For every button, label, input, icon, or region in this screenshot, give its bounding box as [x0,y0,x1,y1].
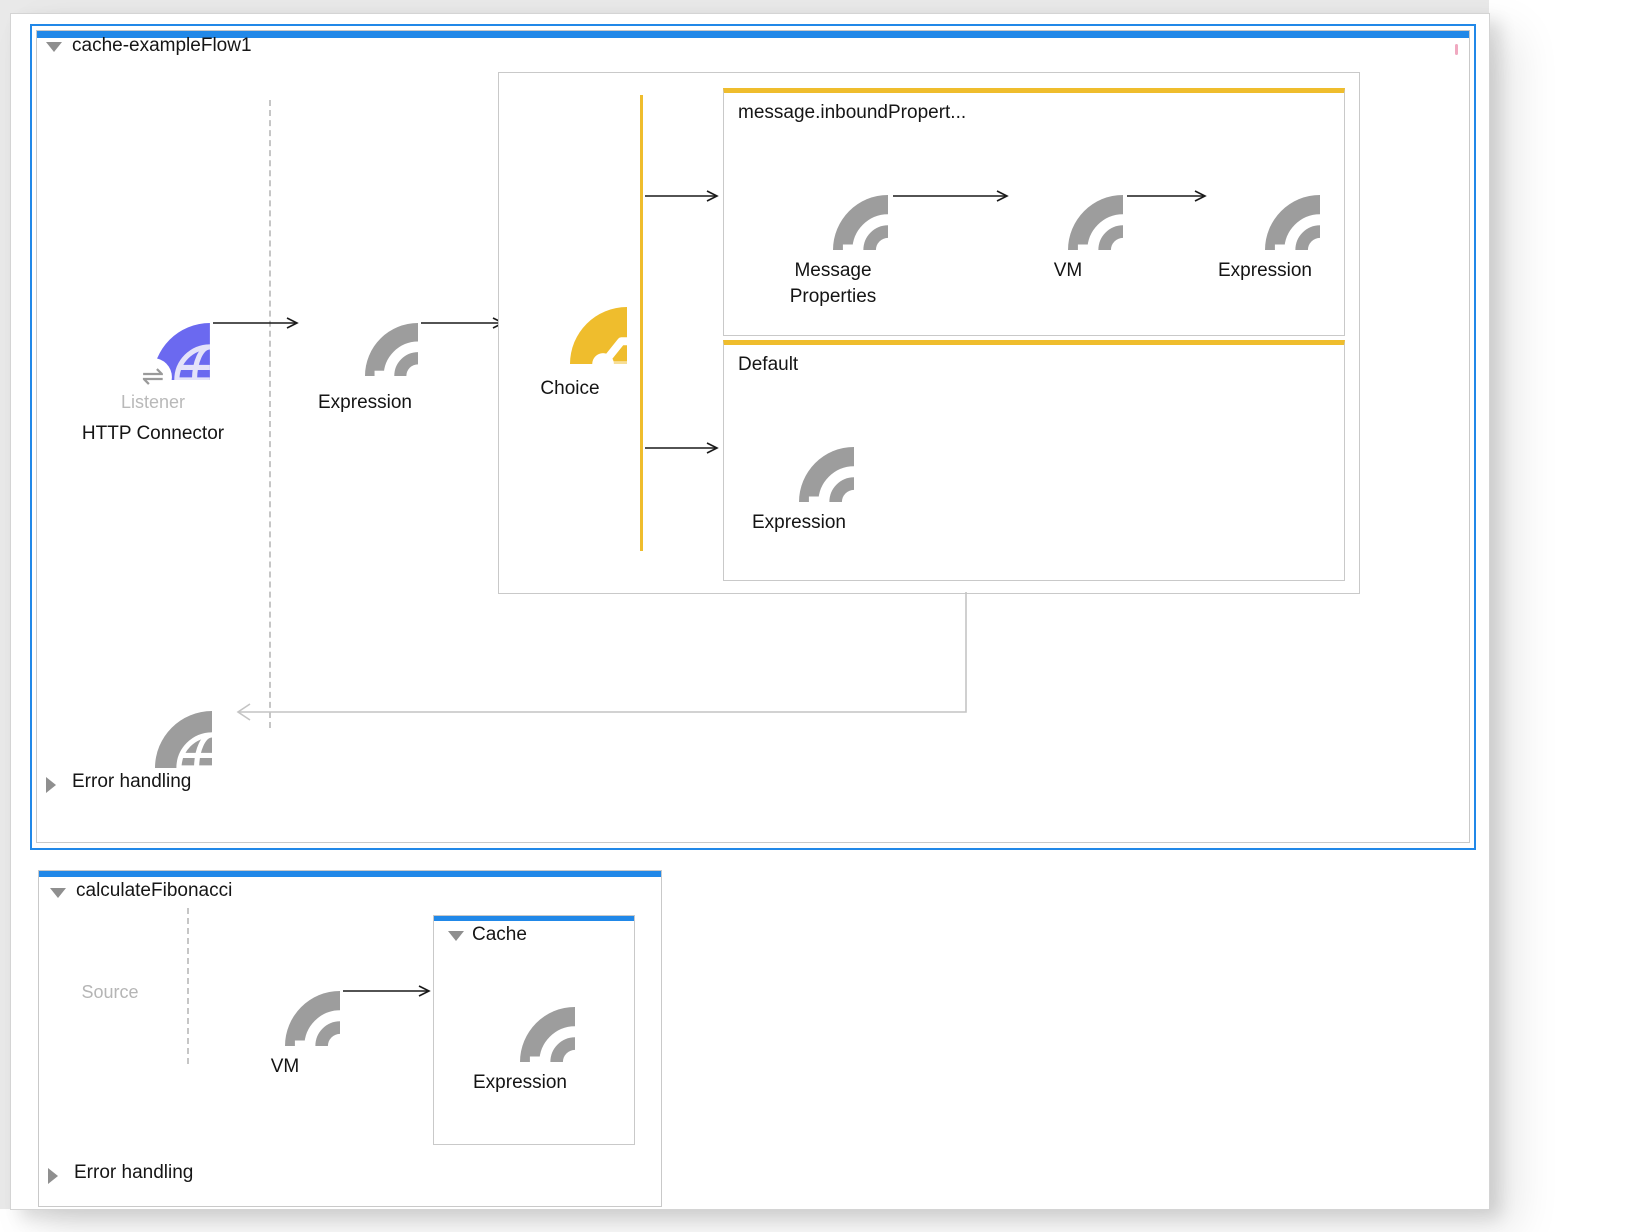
flow1-collapse-toggle[interactable] [46,42,62,52]
connector-arrow [213,317,299,329]
component-icon [744,392,854,502]
choice-node[interactable]: Choice [513,250,627,402]
globe-arrow-icon [98,654,212,768]
branch-expression-node[interactable]: Expression [1210,140,1320,284]
choice-router-icon [513,250,627,364]
swap-arrows-icon: ⇌ [133,358,172,396]
flow1-selection-outline [30,24,1476,850]
flow2-collapse-toggle[interactable] [50,888,66,898]
choice-label: Choice [540,378,600,399]
cache-title: Cache [472,924,527,945]
connector-arrow [1127,190,1207,202]
branch-default-label: Default [738,354,799,375]
flow2-source-separator [187,908,189,1064]
choice-branch-rail [640,95,643,551]
return-connector [236,592,967,721]
default-expression-label: Expression [752,512,846,533]
branch-expression-label: Expression [1218,260,1312,281]
cache-title-bar [434,916,634,921]
flow1-source-separator [269,100,271,728]
flow2-vm-label: VM [270,1056,300,1077]
flow1-error-handling-label: Error handling [72,771,192,792]
component-icon [778,140,888,250]
vm-label: VM [1053,260,1083,281]
http-response-node[interactable] [98,654,212,768]
flow2-error-handling-label: Error handling [74,1162,194,1183]
choice-branch-when[interactable]: message.inboundPropert... [723,88,1345,336]
flow2-vm-node[interactable]: VM [230,936,340,1080]
branch-when-label: message.inboundPropert... [738,102,967,123]
http-listener-node[interactable]: ⇌ Listener HTTP Connector [82,266,224,447]
flow2-title: calculateFibonacci [76,880,233,901]
component-icon [1013,140,1123,250]
component-icon [312,270,418,376]
message-properties-label: Message Properties [789,260,877,307]
cache-expression-label: Expression [473,1072,567,1093]
vm-node[interactable]: VM [1013,140,1123,284]
flow1-error-handling-toggle[interactable] [46,777,56,793]
flow2-error-handling-toggle[interactable] [48,1168,58,1184]
expression-node[interactable]: Expression [312,270,418,416]
component-icon [230,936,340,1046]
cache-collapse-toggle[interactable] [448,931,464,941]
flow1-title-bar [37,31,1469,38]
listener-sublabel: Listener [120,392,186,412]
connector-arrow [645,190,719,202]
connector-arrow [645,442,719,454]
listener-label: HTTP Connector [81,423,225,444]
message-properties-node[interactable]: Message Properties [774,140,892,309]
component-icon [1210,140,1320,250]
connector-arrow [893,190,1009,202]
flow1-title: cache-exampleFlow1 [72,35,252,56]
expression-label: Expression [318,392,412,413]
default-expression-node[interactable]: Expression [744,392,854,536]
flow2-title-bar [39,871,661,877]
connector-arrow [343,985,431,997]
cache-expression-node[interactable]: Expression [465,952,575,1096]
connector-arrow [421,317,505,329]
component-icon [465,952,575,1062]
flow2-source-placeholder: Source [81,982,139,1002]
cursor-mark [1455,44,1458,55]
